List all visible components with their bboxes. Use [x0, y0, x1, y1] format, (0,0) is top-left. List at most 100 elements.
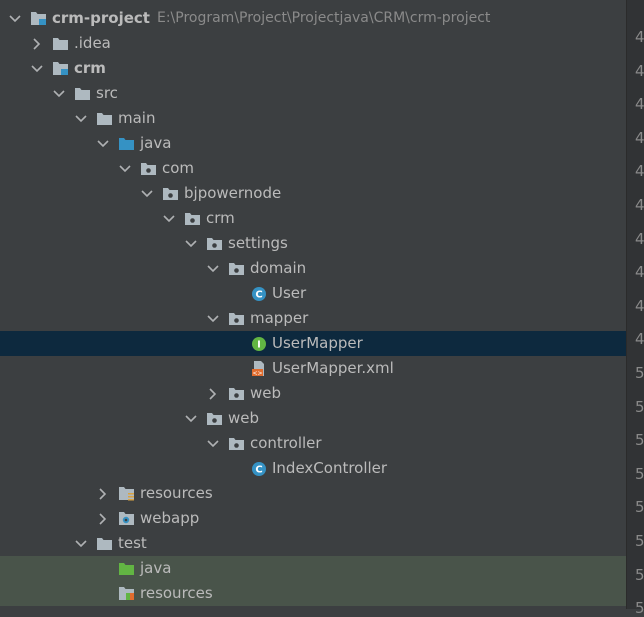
svg-text:<>: <> — [252, 370, 262, 377]
tree-node-idea[interactable]: .idea — [0, 31, 626, 56]
folder-icon — [96, 536, 113, 552]
chevron-down-icon[interactable] — [52, 87, 66, 101]
package-icon — [228, 261, 245, 277]
resources-folder-icon — [118, 486, 135, 502]
chevron-down-icon[interactable] — [118, 162, 132, 176]
chevron-down-icon[interactable] — [184, 412, 198, 426]
tree-node-bjpowernode[interactable]: bjpowernode — [0, 181, 626, 206]
package-icon — [162, 186, 179, 202]
line-number: 4 — [635, 61, 644, 80]
tree-node-label: crm-project — [52, 9, 150, 27]
chevron-down-icon[interactable] — [184, 237, 198, 251]
chevron-right-icon[interactable] — [96, 487, 110, 501]
tree-node-settings[interactable]: settings — [0, 231, 626, 256]
chevron-down-icon[interactable] — [140, 187, 154, 201]
tree-node-label: domain — [250, 259, 307, 277]
chevron-down-icon[interactable] — [74, 537, 88, 551]
chevron-down-icon[interactable] — [8, 12, 22, 26]
tree-node-label: com — [162, 159, 195, 177]
tree-node-label: bjpowernode — [184, 184, 282, 202]
line-number: 4 — [635, 28, 644, 46]
line-number: 5 — [635, 364, 644, 382]
test-resources-folder-icon — [118, 586, 135, 602]
tree-node-crm-package[interactable]: crm — [0, 206, 626, 231]
folder-icon — [74, 86, 91, 102]
tree-node-label: java — [140, 559, 172, 577]
tree-node-webapp[interactable]: webapp — [0, 506, 626, 531]
tree-node-main[interactable]: main — [0, 106, 626, 131]
line-number: 5 — [635, 464, 644, 483]
tree-node-label: web — [250, 384, 282, 402]
chevron-down-icon[interactable] — [30, 62, 44, 76]
project-tree[interactable]: crm-project E:\Program\Project\Projectjav… — [0, 6, 626, 606]
chevron-down-icon[interactable] — [206, 312, 220, 326]
tree-node-label: settings — [228, 234, 288, 252]
tree-node-web[interactable]: web — [0, 406, 626, 431]
tree-node-label: crm — [206, 209, 235, 227]
package-icon — [206, 411, 223, 427]
tree-node-test-java[interactable]: java — [0, 556, 626, 581]
class-icon: C — [250, 461, 267, 477]
line-number: 5 — [635, 498, 644, 517]
chevron-right-icon[interactable] — [96, 512, 110, 526]
package-icon — [184, 211, 201, 227]
package-icon — [206, 236, 223, 252]
chevron-down-icon[interactable] — [74, 112, 88, 126]
line-number: 4 — [635, 196, 644, 214]
interface-icon: I — [250, 336, 267, 352]
class-icon: C — [250, 286, 267, 302]
tree-node-label: src — [96, 84, 118, 102]
tree-node-main-java[interactable]: java — [0, 131, 626, 156]
chevron-down-icon[interactable] — [162, 212, 176, 226]
module-folder-icon — [52, 61, 69, 77]
tree-node-usermapper-xml[interactable]: <> UserMapper.xml — [0, 356, 626, 381]
tree-node-label: .idea — [74, 34, 111, 52]
chevron-down-icon[interactable] — [206, 262, 220, 276]
package-icon — [228, 436, 245, 452]
project-path: E:\Program\Project\Projectjava\CRM\crm-p… — [156, 10, 491, 26]
line-number: 5 — [635, 599, 644, 617]
tree-node-src[interactable]: src — [0, 81, 626, 106]
source-folder-icon — [118, 136, 135, 152]
chevron-down-icon[interactable] — [206, 437, 220, 451]
line-number: 5 — [635, 397, 644, 416]
svg-text:C: C — [255, 464, 262, 475]
tree-node-mapper[interactable]: mapper — [0, 306, 626, 331]
tree-node-label: mapper — [250, 309, 309, 327]
tree-node-main-resources[interactable]: resources — [0, 481, 626, 506]
tree-node-usermapper[interactable]: I UserMapper — [0, 331, 626, 356]
tree-node-label: UserMapper.xml — [272, 359, 394, 377]
tree-node-label: main — [118, 109, 156, 127]
tree-node-label: test — [118, 534, 147, 552]
tree-node-com[interactable]: com — [0, 156, 626, 181]
tree-node-controller[interactable]: controller — [0, 431, 626, 456]
tree-node-settings-web[interactable]: web — [0, 381, 626, 406]
tree-node-label: controller — [250, 434, 322, 452]
line-number: 4 — [635, 263, 644, 282]
tree-node-user-class[interactable]: C User — [0, 281, 626, 306]
tree-node-label: resources — [140, 584, 213, 602]
tree-node-label: crm — [74, 59, 106, 77]
line-number: 4 — [635, 162, 644, 181]
tree-node-label: IndexController — [272, 459, 388, 477]
tree-node-label: User — [272, 284, 307, 302]
chevron-down-icon[interactable] — [96, 137, 110, 151]
tree-node-crm-project[interactable]: crm-project E:\Program\Project\Projectjav… — [0, 6, 626, 31]
chevron-right-icon[interactable] — [30, 37, 44, 51]
folder-icon — [96, 111, 113, 127]
tree-node-label: java — [140, 134, 172, 152]
tree-node-test[interactable]: test — [0, 531, 626, 556]
chevron-right-icon[interactable] — [206, 387, 220, 401]
tree-node-indexcontroller[interactable]: C IndexController — [0, 456, 626, 481]
svg-text:C: C — [255, 289, 262, 300]
tree-node-test-resources[interactable]: resources — [0, 581, 626, 606]
tree-node-domain[interactable]: domain — [0, 256, 626, 281]
tree-node-crm[interactable]: crm — [0, 56, 626, 81]
line-number: 5 — [635, 532, 644, 550]
package-icon — [228, 311, 245, 327]
tree-node-label: UserMapper — [272, 334, 363, 352]
line-number: 4 — [635, 296, 644, 315]
package-icon — [228, 386, 245, 402]
svg-text:I: I — [257, 339, 261, 350]
